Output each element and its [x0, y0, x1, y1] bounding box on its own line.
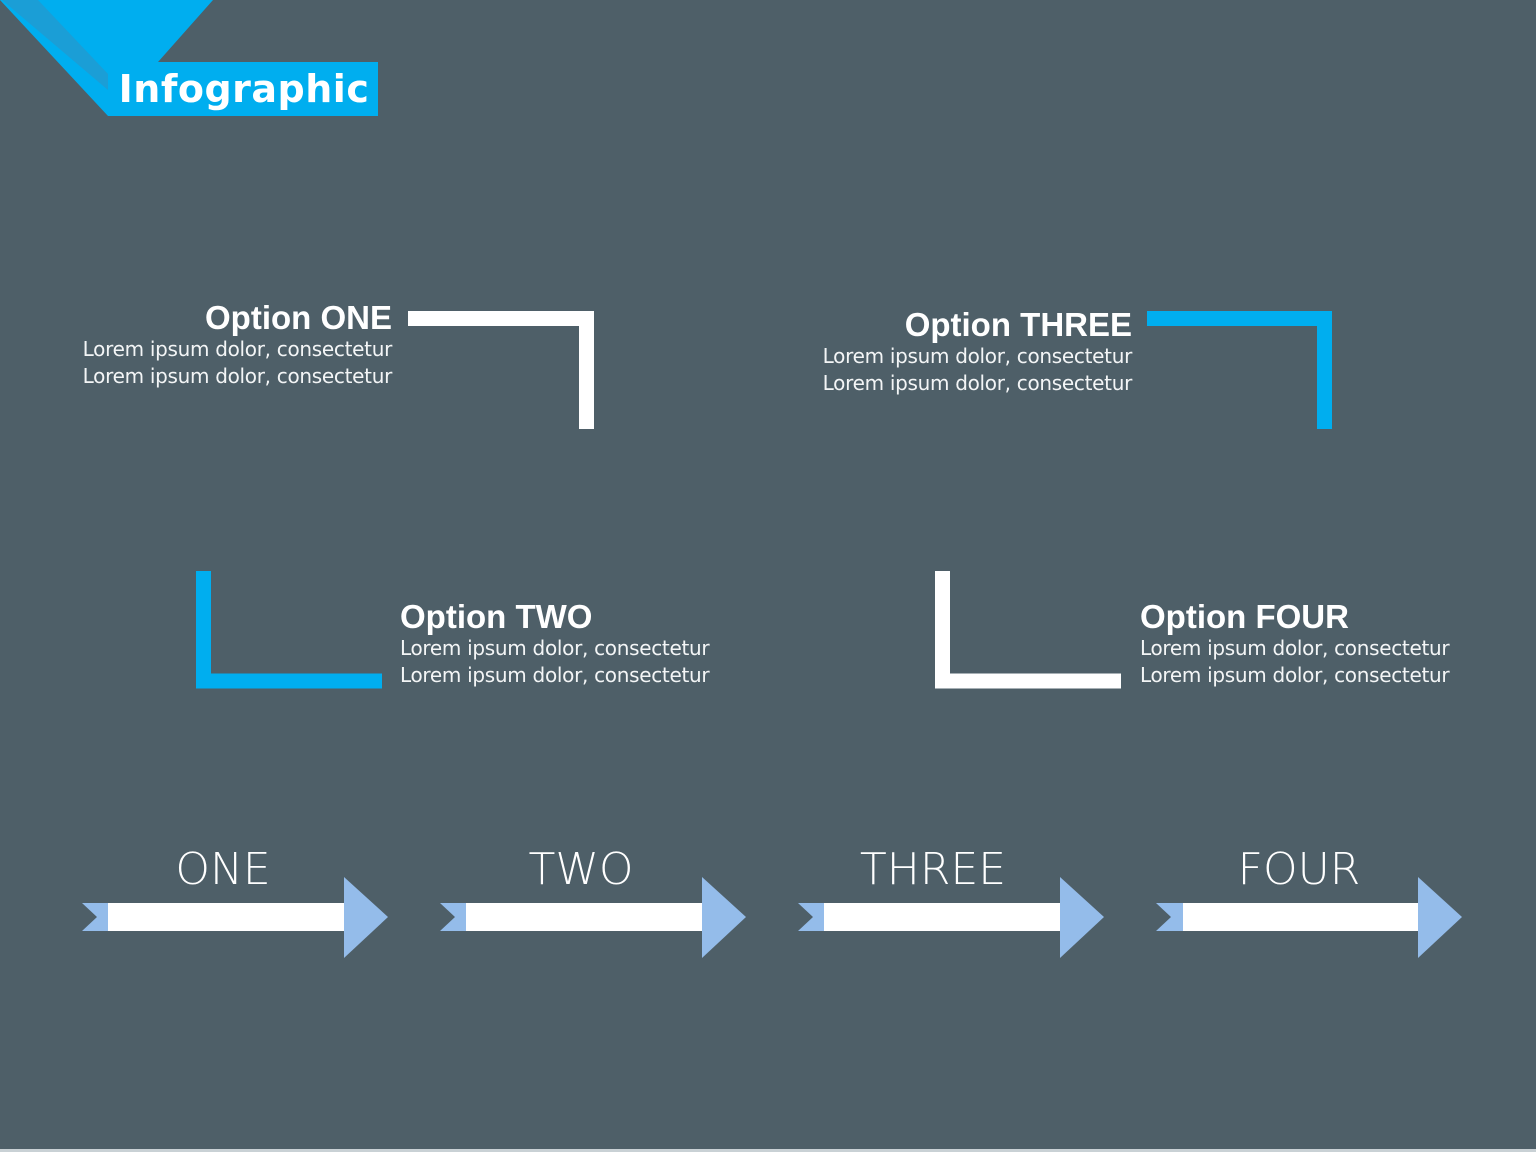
option-one-title: Option ONE [205, 299, 392, 336]
option-four-bracket [935, 571, 1121, 689]
option-two-block: Option TWO Lorem ipsum dolor, consectetu… [400, 598, 710, 689]
option-one-line-1: Lorem ipsum dolor, consectetur [82, 337, 393, 361]
option-three-title: Option THREE [904, 306, 1132, 343]
option-four-line-2: Lorem ipsum dolor, consectetur [1140, 663, 1450, 687]
arrow-two-icon [440, 877, 746, 958]
option-three-bracket [1147, 311, 1332, 429]
option-three-line-1: Lorem ipsum dolor, consectetur [822, 344, 1133, 368]
option-four-line-1: Lorem ipsum dolor, consectetur [1140, 636, 1450, 660]
option-two-line-1: Lorem ipsum dolor, consectetur [400, 636, 710, 660]
option-two-title: Option TWO [400, 598, 593, 635]
option-one-bracket [408, 311, 594, 429]
option-three-block: Option THREE Lorem ipsum dolor, consecte… [822, 306, 1133, 397]
bottom-edge-strip [0, 1149, 1536, 1152]
arrow-one-label: ONE [175, 844, 271, 895]
option-four-block: Option FOUR Lorem ipsum dolor, consectet… [1140, 598, 1450, 689]
option-four-title: Option FOUR [1140, 598, 1349, 635]
option-one-block: Option ONE Lorem ipsum dolor, consectetu… [82, 299, 393, 390]
arrow-one-icon [82, 877, 388, 958]
arrow-four-label: FOUR [1237, 844, 1361, 895]
option-two-bracket [196, 571, 382, 689]
arrow-four-icon [1156, 877, 1462, 958]
arrow-two-label: TWO [528, 844, 634, 895]
option-three-line-2: Lorem ipsum dolor, consectetur [822, 371, 1133, 395]
arrow-three-label: THREE [859, 844, 1007, 895]
option-one-line-2: Lorem ipsum dolor, consectetur [82, 364, 393, 388]
page-title: Infographic [118, 67, 370, 111]
title-banner-shape [0, 0, 378, 116]
option-two-line-2: Lorem ipsum dolor, consectetur [400, 663, 710, 687]
arrow-three-icon [798, 877, 1104, 958]
